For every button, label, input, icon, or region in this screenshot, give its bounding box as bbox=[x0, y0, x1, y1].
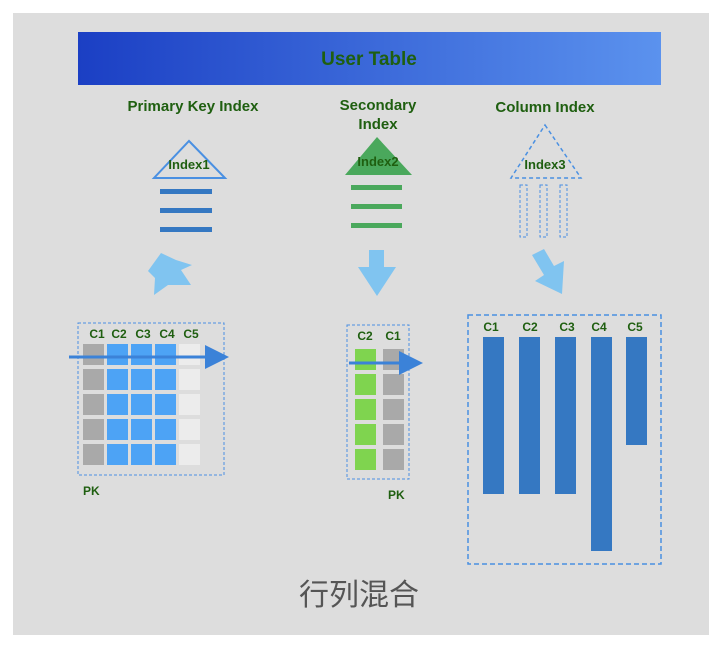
secondary-cell bbox=[383, 399, 404, 420]
primary-cell bbox=[83, 419, 104, 440]
secondary-cell bbox=[355, 374, 376, 395]
primary-col-header: C5 bbox=[183, 327, 199, 341]
primary-col-header: C3 bbox=[135, 327, 151, 341]
secondary-cell bbox=[355, 399, 376, 420]
primary-cell bbox=[131, 419, 152, 440]
index2-bar bbox=[351, 185, 402, 190]
primary-heading: Primary Key Index bbox=[128, 98, 260, 115]
column-bars bbox=[483, 337, 647, 551]
footer-caption: 行列混合 bbox=[299, 578, 419, 613]
secondary-grid bbox=[355, 349, 404, 470]
primary-cell bbox=[179, 394, 200, 415]
primary-cell bbox=[131, 444, 152, 465]
secondary-cell bbox=[383, 374, 404, 395]
index1-label: Index1 bbox=[168, 157, 209, 172]
primary-cell bbox=[155, 444, 176, 465]
column-bar bbox=[483, 337, 504, 494]
index1-bar bbox=[160, 189, 212, 194]
primary-cell bbox=[155, 394, 176, 415]
primary-cell bbox=[107, 444, 128, 465]
column-col-header: C1 bbox=[483, 320, 499, 334]
title-bar bbox=[78, 32, 661, 85]
index2-label: Index2 bbox=[357, 154, 398, 169]
primary-cell bbox=[131, 344, 152, 365]
column-bar bbox=[591, 337, 612, 551]
secondary-heading-line1: Secondary bbox=[340, 97, 417, 114]
primary-cell bbox=[83, 444, 104, 465]
secondary-cell bbox=[383, 449, 404, 470]
column-col-header: C2 bbox=[522, 320, 538, 334]
primary-col-header: C1 bbox=[89, 327, 105, 341]
down-arrow-icon bbox=[532, 249, 564, 294]
title-text: User Table bbox=[321, 49, 417, 70]
index1-bar bbox=[160, 208, 212, 213]
column-bar bbox=[626, 337, 647, 445]
index2-bar bbox=[351, 223, 402, 228]
primary-cell bbox=[131, 369, 152, 390]
secondary-cell bbox=[383, 424, 404, 445]
primary-cell bbox=[83, 344, 104, 365]
primary-col-header: C2 bbox=[111, 327, 127, 341]
primary-cell bbox=[83, 394, 104, 415]
index2-bar bbox=[351, 204, 402, 209]
diagram-panel: User Table Primary Key Index Secondary I… bbox=[13, 13, 709, 635]
index3-label: Index3 bbox=[524, 157, 565, 172]
column-col-header: C5 bbox=[627, 320, 643, 334]
index2-triangle bbox=[345, 137, 412, 175]
primary-col-header: C4 bbox=[159, 327, 175, 341]
primary-cell bbox=[179, 344, 200, 365]
primary-cell bbox=[179, 419, 200, 440]
primary-cell bbox=[107, 344, 128, 365]
primary-cell bbox=[155, 419, 176, 440]
index3-column bbox=[519, 184, 528, 238]
index3-column bbox=[559, 184, 568, 238]
column-col-header: C3 bbox=[559, 320, 575, 334]
secondary-cell bbox=[355, 349, 376, 370]
primary-cell bbox=[107, 394, 128, 415]
primary-cell bbox=[155, 369, 176, 390]
column-bar bbox=[519, 337, 540, 494]
primary-grid bbox=[83, 344, 200, 465]
primary-cell bbox=[83, 369, 104, 390]
down-arrow-icon bbox=[148, 253, 192, 295]
primary-pk-label: PK bbox=[83, 484, 100, 498]
secondary-cell bbox=[355, 424, 376, 445]
primary-cell bbox=[107, 369, 128, 390]
primary-table-frame bbox=[77, 322, 225, 476]
secondary-pk-label: PK bbox=[388, 488, 405, 502]
column-heading: Column Index bbox=[495, 99, 595, 116]
index1-triangle bbox=[151, 139, 228, 179]
primary-cell bbox=[179, 369, 200, 390]
secondary-heading-line2: Index bbox=[358, 116, 398, 133]
secondary-col-header: C2 bbox=[357, 329, 373, 343]
index3-triangle bbox=[509, 123, 583, 179]
primary-cell bbox=[131, 394, 152, 415]
column-table-frame bbox=[467, 314, 662, 565]
secondary-col-header: C1 bbox=[385, 329, 401, 343]
index1-bar bbox=[160, 227, 212, 232]
column-bar bbox=[555, 337, 576, 494]
secondary-cell bbox=[383, 349, 404, 370]
column-col-header: C4 bbox=[591, 320, 607, 334]
primary-cell bbox=[155, 344, 176, 365]
down-arrow-icon bbox=[358, 250, 396, 296]
secondary-cell bbox=[355, 449, 376, 470]
index3-column bbox=[539, 184, 548, 238]
secondary-table-frame bbox=[346, 324, 410, 480]
primary-cell bbox=[179, 444, 200, 465]
primary-cell bbox=[107, 419, 128, 440]
